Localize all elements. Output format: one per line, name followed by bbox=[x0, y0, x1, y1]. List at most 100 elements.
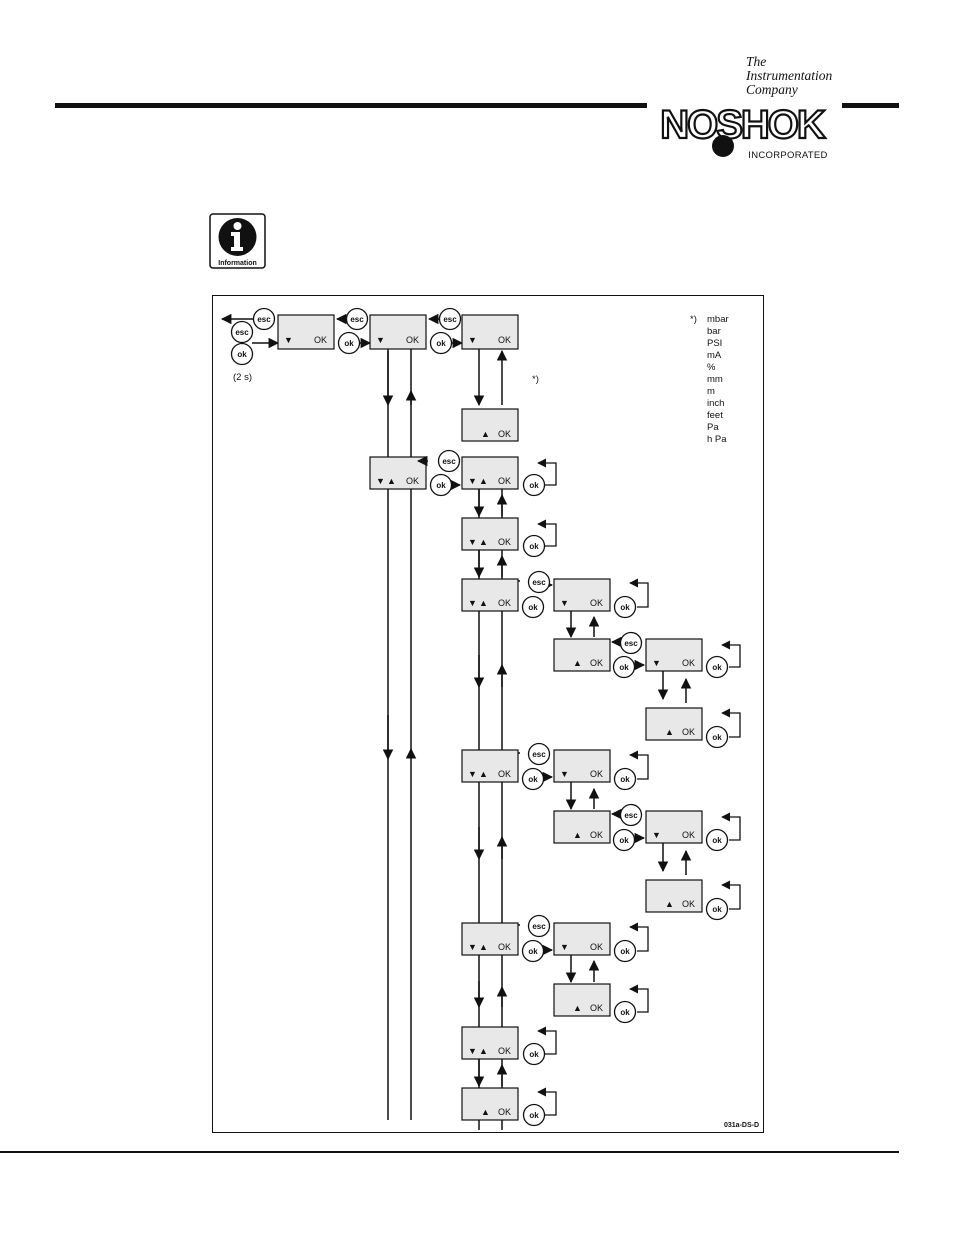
diagram-frame bbox=[212, 295, 764, 1133]
loop-arrows bbox=[537, 458, 741, 1116]
display-ok-label: OK bbox=[682, 727, 695, 737]
up-arrow-glyph: ▲ bbox=[479, 769, 488, 779]
display-ok-label: OK bbox=[406, 476, 419, 486]
ok-button[interactable]: ok bbox=[429, 331, 453, 355]
display-box bbox=[645, 879, 703, 913]
up-arrow-glyph: ▲ bbox=[479, 598, 488, 608]
svg-text:ok: ok bbox=[436, 339, 446, 348]
svg-text:ok: ok bbox=[619, 836, 629, 845]
display-ok-label: OK bbox=[314, 335, 327, 345]
ok-button[interactable]: ok bbox=[522, 1042, 546, 1066]
svg-text:esc: esc bbox=[257, 315, 271, 324]
ok-button[interactable]: ok bbox=[522, 1103, 546, 1127]
ok-button[interactable]: ok bbox=[521, 939, 545, 963]
unit-item: m bbox=[707, 386, 715, 397]
ok-buttons: ok ok ok ok ok ok ok ok ok ok ok ok ok o… bbox=[230, 331, 729, 1127]
svg-text:ok: ok bbox=[619, 663, 629, 672]
display-box bbox=[461, 1026, 519, 1060]
up-arrow-glyph: ▲ bbox=[479, 1046, 488, 1056]
ok-button[interactable]: ok bbox=[705, 828, 729, 852]
up-arrow-glyph: ▲ bbox=[665, 899, 674, 909]
ok-button[interactable]: ok bbox=[337, 331, 361, 355]
up-arrow-glyph: ▲ bbox=[481, 429, 490, 439]
display-box bbox=[553, 638, 611, 672]
display-ok-label: OK bbox=[590, 942, 603, 952]
esc-button[interactable]: esc bbox=[252, 307, 276, 331]
hold-duration-label: (2 s) bbox=[233, 372, 252, 383]
esc-button[interactable]: esc bbox=[619, 631, 643, 655]
ok-button[interactable]: ok bbox=[612, 828, 636, 852]
ok-button[interactable]: ok bbox=[429, 473, 453, 497]
esc-button[interactable]: esc bbox=[527, 742, 551, 766]
tagline-line: The bbox=[746, 54, 767, 69]
up-arrow-glyph: ▲ bbox=[479, 476, 488, 486]
ok-button[interactable]: ok bbox=[705, 725, 729, 749]
svg-text:esc: esc bbox=[443, 315, 457, 324]
esc-button[interactable]: esc bbox=[619, 803, 643, 827]
svg-text:ok: ok bbox=[529, 1050, 539, 1059]
esc-button[interactable]: esc bbox=[527, 570, 551, 594]
svg-text:esc: esc bbox=[532, 750, 546, 759]
display-box bbox=[369, 456, 427, 490]
esc-button[interactable]: esc bbox=[230, 320, 254, 344]
ok-button[interactable]: ok bbox=[522, 534, 546, 558]
down-arrow-glyph: ▼ bbox=[468, 1046, 477, 1056]
display-ok-label: OK bbox=[498, 942, 511, 952]
display-ok-label: OK bbox=[498, 769, 511, 779]
ok-button[interactable]: ok bbox=[613, 939, 637, 963]
ok-button[interactable]: ok bbox=[521, 595, 545, 619]
unit-item: mA bbox=[707, 350, 722, 361]
svg-text:ok: ok bbox=[620, 775, 630, 784]
logo-wordmark: NOSHOK bbox=[660, 103, 826, 147]
down-arrow-glyph: ▼ bbox=[652, 658, 661, 668]
down-arrow-glyph: ▼ bbox=[468, 598, 477, 608]
unit-item: Pa bbox=[707, 422, 719, 433]
info-icon bbox=[218, 218, 257, 256]
ok-button[interactable]: ok bbox=[705, 897, 729, 921]
svg-text:ok: ok bbox=[620, 947, 630, 956]
display-ok-label: OK bbox=[682, 658, 695, 668]
menu-flow-diagram: ▼ OK ▼ OK ▼ OK ▲ OK ▼ ▲ OK ▼ ▲ OK ▼ ▲ OK… bbox=[220, 307, 759, 1130]
down-arrow-glyph: ▼ bbox=[560, 769, 569, 779]
up-arrow-glyph: ▲ bbox=[573, 1003, 582, 1013]
svg-text:ok: ok bbox=[620, 603, 630, 612]
logo-subtext: INCORPORATED bbox=[748, 150, 827, 161]
unit-marker-label: *) bbox=[532, 374, 539, 385]
up-arrow-glyph: ▲ bbox=[479, 537, 488, 547]
up-arrow-glyph: ▲ bbox=[481, 1107, 490, 1117]
display-box bbox=[553, 749, 611, 783]
svg-text:ok: ok bbox=[344, 339, 354, 348]
esc-buttons: esc esc esc esc esc esc esc esc esc esc bbox=[230, 307, 643, 938]
esc-button[interactable]: esc bbox=[345, 307, 369, 331]
ok-button[interactable]: ok bbox=[522, 473, 546, 497]
ok-button[interactable]: ok bbox=[613, 1000, 637, 1024]
svg-text:esc: esc bbox=[532, 922, 546, 931]
display-ok-label: OK bbox=[590, 1003, 603, 1013]
display-ok-label: OK bbox=[498, 476, 511, 486]
display-boxes bbox=[277, 314, 703, 1121]
display-ok-label: OK bbox=[590, 830, 603, 840]
unit-item: PSI bbox=[707, 338, 722, 349]
display-box bbox=[553, 983, 611, 1017]
esc-button[interactable]: esc bbox=[437, 449, 461, 473]
esc-button[interactable]: esc bbox=[438, 307, 462, 331]
figure-code: 031a-DS-D bbox=[724, 1122, 759, 1129]
down-arrow-glyph: ▼ bbox=[468, 335, 477, 345]
unit-item: mm bbox=[707, 374, 723, 385]
ok-button[interactable]: ok bbox=[612, 655, 636, 679]
display-box bbox=[645, 638, 703, 672]
esc-button[interactable]: esc bbox=[527, 914, 551, 938]
ok-button[interactable]: ok bbox=[230, 342, 254, 366]
ok-button[interactable]: ok bbox=[613, 595, 637, 619]
ok-button[interactable]: ok bbox=[613, 767, 637, 791]
display-box bbox=[553, 922, 611, 956]
information-label: Information bbox=[218, 260, 257, 267]
svg-text:ok: ok bbox=[436, 481, 446, 490]
svg-text:esc: esc bbox=[532, 578, 546, 587]
up-arrow-glyph: ▲ bbox=[665, 727, 674, 737]
display-box bbox=[461, 314, 519, 350]
ok-button[interactable]: ok bbox=[705, 655, 729, 679]
box-connectors bbox=[416, 455, 692, 1088]
display-box bbox=[553, 810, 611, 844]
ok-button[interactable]: ok bbox=[521, 767, 545, 791]
